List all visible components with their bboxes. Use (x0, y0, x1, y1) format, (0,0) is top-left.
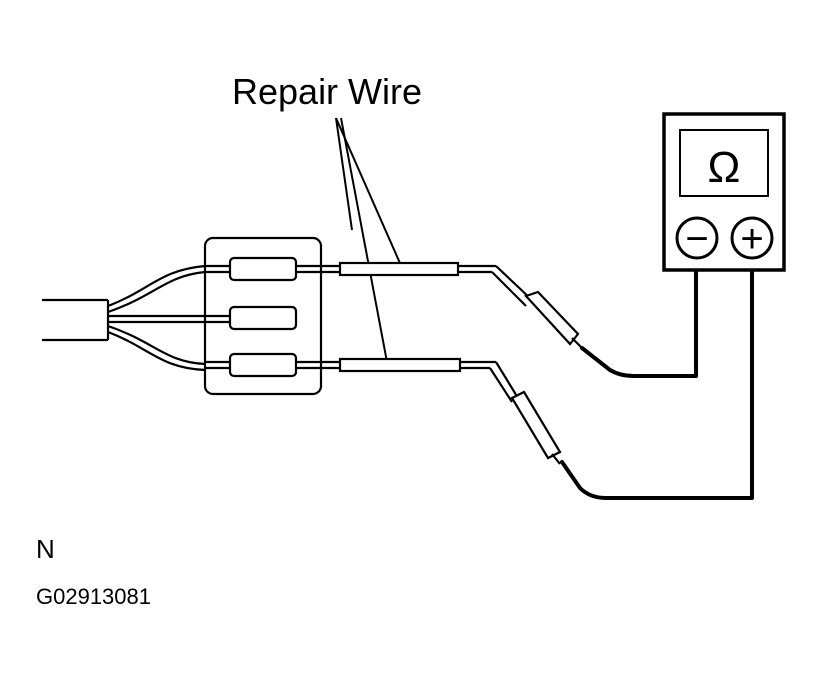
repair-wire-label: Repair Wire (232, 71, 422, 112)
negative-terminal-sign: − (685, 217, 708, 261)
leader-line-mid (335, 117, 353, 231)
negative-terminal (675, 216, 719, 260)
wire-lower-b (107, 330, 206, 372)
figure-code: G02913081 (36, 584, 151, 609)
callout-leaders (335, 117, 404, 363)
probe-lower-tip-b (489, 367, 513, 403)
lead-negative (580, 254, 698, 378)
probe-lower-tip-a (495, 361, 519, 399)
test-probes (489, 265, 583, 465)
positive-terminal (730, 216, 774, 260)
wire-lower-a (107, 324, 206, 366)
wire-upper-b (107, 270, 206, 314)
terminal-upper (228, 256, 298, 282)
repair-wires (321, 261, 496, 373)
orientation-mark: N (36, 534, 55, 564)
positive-terminal-sign: + (740, 217, 763, 261)
meter-display (679, 129, 769, 197)
terminal-middle (228, 305, 298, 331)
connector (203, 236, 323, 396)
leader-line-lower (340, 117, 388, 363)
probe-lower-cap (551, 453, 561, 465)
lead-positive (560, 254, 754, 500)
leader-line-upper (335, 117, 404, 271)
repair-wire-upper-sleeve (338, 261, 460, 277)
ohm-symbol: Ω (708, 143, 741, 192)
ohmmeter: Ω − + (662, 112, 786, 272)
probe-upper-body (524, 290, 580, 346)
probe-upper-cap (571, 337, 583, 349)
probe-lower-body (510, 390, 562, 460)
probe-upper-tip-a (495, 265, 533, 301)
repair-wire-lower-sleeve (338, 357, 462, 373)
probe-upper-tip-b (491, 271, 527, 307)
wire-upper-a (107, 264, 206, 308)
probe-leads (560, 254, 754, 500)
cable-bundle (42, 264, 206, 372)
terminal-lower (228, 352, 298, 378)
